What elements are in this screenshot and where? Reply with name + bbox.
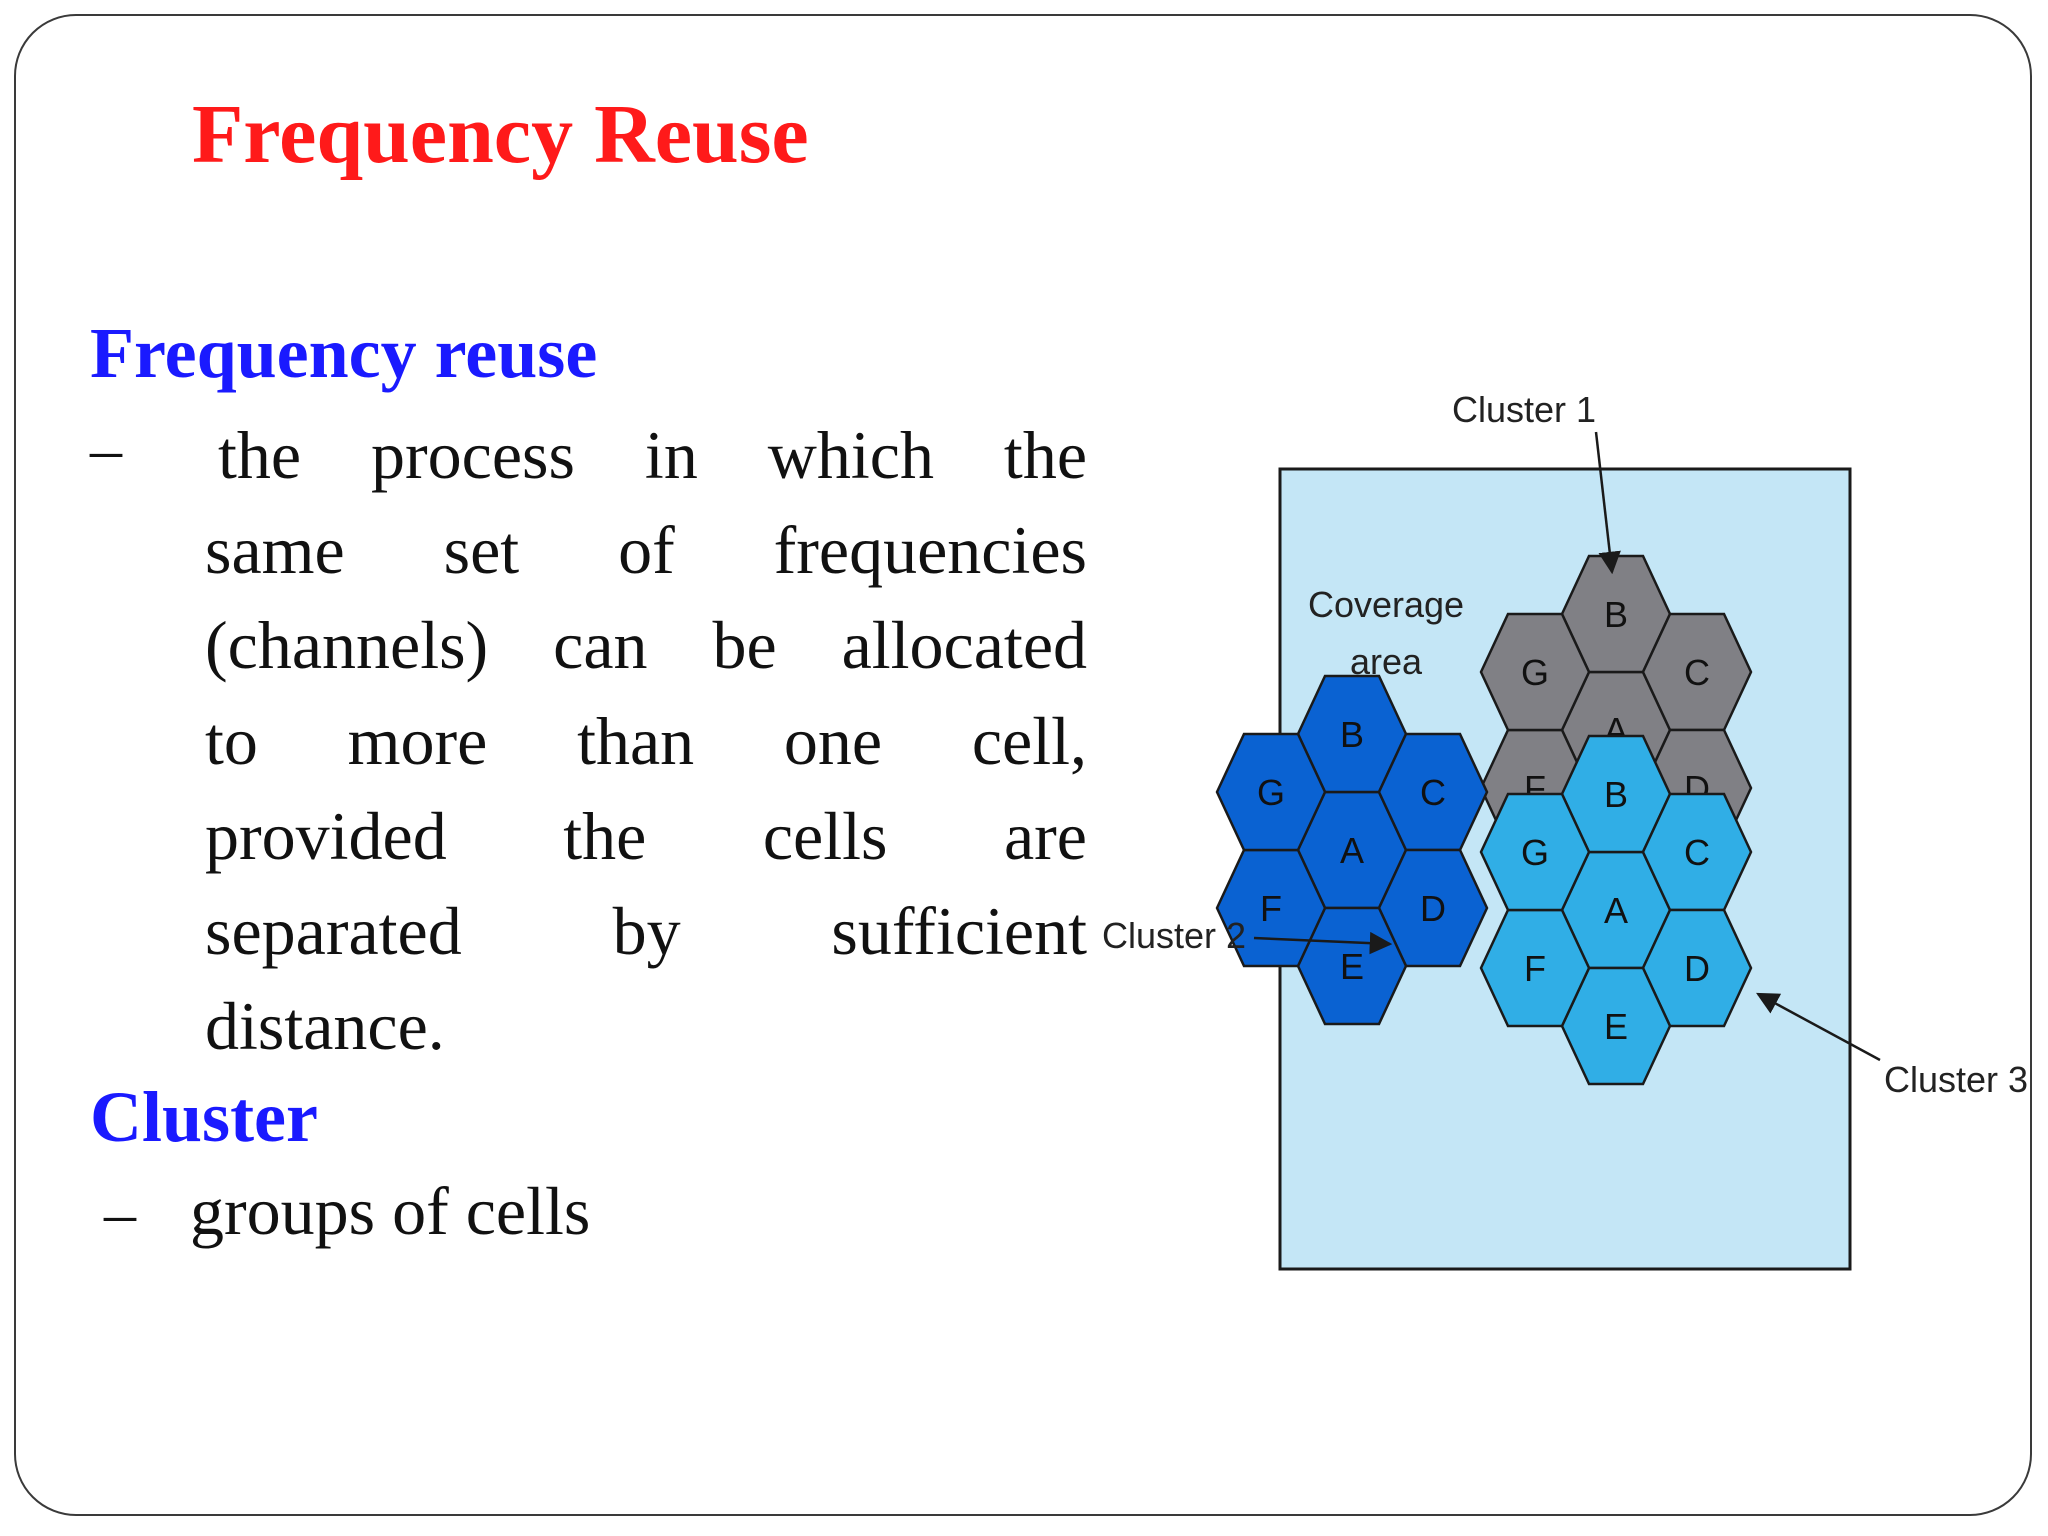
coverage-area-label: area	[1350, 641, 1423, 682]
definition-line: same set of frequencies	[205, 512, 1087, 588]
cluster-3-label: Cluster 3	[1884, 1059, 2028, 1100]
cluster-1-cell-g	[1479, 612, 1591, 732]
cluster-3-cell-label: D	[1684, 948, 1710, 989]
cluster-3-cell-label: F	[1524, 948, 1546, 989]
cluster-2-cell-label: D	[1420, 888, 1446, 929]
cluster-1-label: Cluster 1	[1452, 389, 1596, 430]
bullet-dash: –	[104, 1177, 136, 1248]
cluster-2-cell-label: A	[1340, 830, 1364, 871]
cluster-3-cell-label: A	[1604, 890, 1628, 931]
cluster-2-cell-label: C	[1420, 772, 1446, 813]
definition-line: separated by sufficient	[205, 893, 1087, 969]
cluster-3-cell-g	[1479, 792, 1591, 912]
cluster-1-arrow	[1594, 431, 1621, 575]
cluster-2-cell-g	[1215, 732, 1327, 852]
definition-line: the process in which the	[218, 417, 1087, 493]
frequency-reuse-heading: Frequency reuse	[90, 313, 598, 393]
cluster-3-cell-label: B	[1604, 774, 1628, 815]
cluster-2-cell-label: G	[1257, 772, 1285, 813]
bullet-dash: –	[90, 413, 122, 484]
cluster-heading: Cluster	[90, 1077, 318, 1157]
cluster-1-cell-label: B	[1604, 594, 1628, 635]
definition-line: distance.	[205, 988, 445, 1064]
cluster-1-cell-label: G	[1521, 652, 1549, 693]
cluster-2-label: Cluster 2	[1102, 915, 1246, 956]
cluster-1-cell-label: C	[1684, 652, 1710, 693]
frequency-reuse-diagram: ABCDEFGABCDEFGABCDEFG Coverage area Clus…	[1102, 389, 2028, 1271]
cluster-2-cell-label: E	[1340, 946, 1364, 987]
definition-line: (channels) can be allocated	[205, 607, 1087, 683]
slide-title: Frequency Reuse	[192, 88, 809, 181]
definition-line: provided the cells are	[205, 798, 1087, 874]
cluster-3-cell-label: E	[1604, 1006, 1628, 1047]
cluster-definition: groups of cells	[190, 1173, 591, 1249]
cluster-2-cell-label: B	[1340, 714, 1364, 755]
cluster-3-cell-label: G	[1521, 832, 1549, 873]
definition-line: to more than one cell,	[205, 703, 1087, 779]
cluster-2-arrow	[1253, 931, 1393, 955]
coverage-area-label: Coverage	[1308, 584, 1464, 625]
cluster-2-cell-label: F	[1260, 888, 1282, 929]
cluster-3-arrow	[1756, 992, 1881, 1062]
cluster-3-cell-label: C	[1684, 832, 1710, 873]
